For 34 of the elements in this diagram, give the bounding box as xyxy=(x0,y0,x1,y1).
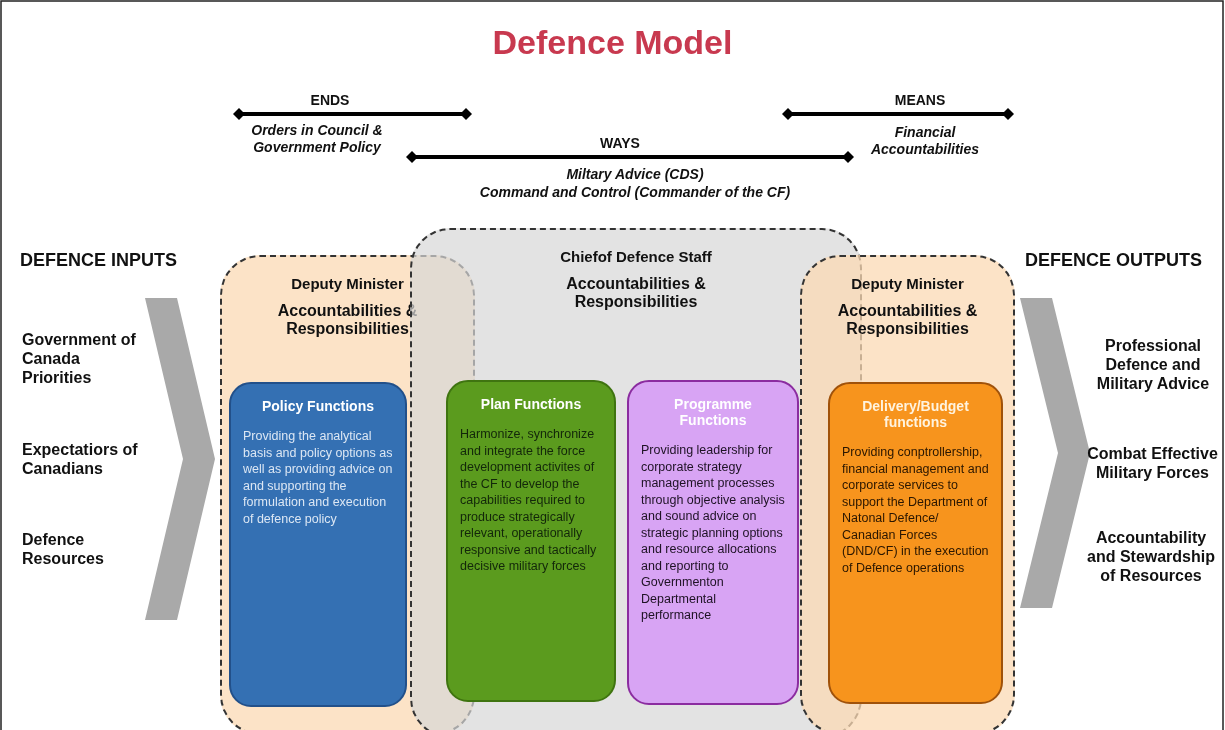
range-note: Financial Accountabilities xyxy=(869,124,981,158)
function-card xyxy=(229,382,407,707)
range-heading: MEANS xyxy=(893,92,947,109)
function-card xyxy=(446,380,616,702)
card-body-text: Providing the analytical basis and policy options as well as providing advice on and supporting the formulation and execution of defence policy xyxy=(243,428,393,527)
list-item: Professional Defence and Military Advice xyxy=(1095,336,1211,394)
area-subheading: Accountabilities & Responsibilities xyxy=(836,302,979,338)
range-note: Orders in Council & Government Policy xyxy=(250,122,384,156)
list-item: Government of Canada Priorities xyxy=(22,330,137,388)
card-heading: Plan Functions xyxy=(479,396,583,412)
function-card xyxy=(828,382,1003,704)
list-item: Combat Effective Military Forces xyxy=(1086,444,1219,483)
card-body-text: Providing conptrollership, financial management and corporate services to support the Department of Natonal Defence/ Canadian Forces (DND/CF) in the execution of Defence operations xyxy=(842,444,989,576)
card-heading: Delivery/Budget functions xyxy=(861,398,970,430)
area-subheading: Accountabilities & Responsibilities xyxy=(565,275,707,311)
range-heading: ENDS xyxy=(309,92,351,109)
area-heading: Chiefof Defence Staff xyxy=(559,248,713,265)
section-heading: DEFENCE INPUTS xyxy=(20,250,179,272)
diagram-title: Defence Model xyxy=(491,22,734,63)
function-card xyxy=(627,380,799,705)
card-heading: Policy Functions xyxy=(261,398,375,414)
range-note: Command and Control (Commander of the CF) xyxy=(478,184,792,201)
area-heading: Deputy Minister xyxy=(850,275,965,292)
responsibility-area xyxy=(800,255,1015,730)
range-note: Miltary Advice (CDS) xyxy=(565,166,705,183)
list-item: Defence Resources xyxy=(22,530,105,569)
card-body-text: Providing leadership for corporate strategy management processes through objective analysis and sound advice on strategic planning options and resource allocations and reporting to Governmenton Departmental performance xyxy=(641,442,785,624)
card-body-text: Harmonize, synchronize and integrate the force development activites of the CF to develop the capabilities required to produce strategically relevant, operationally responsive and tactically decisive military forces xyxy=(460,426,598,575)
range-heading: WAYS xyxy=(599,135,641,152)
list-item: Expectatiors of Canadians xyxy=(22,440,139,479)
list-item: Accountability and Stewardship of Resources xyxy=(1086,528,1216,586)
section-heading: DEFENCE OUTPUTS xyxy=(1025,250,1203,272)
area-heading: Deputy Minister xyxy=(290,275,405,292)
card-heading: Programme Functions xyxy=(673,396,753,428)
